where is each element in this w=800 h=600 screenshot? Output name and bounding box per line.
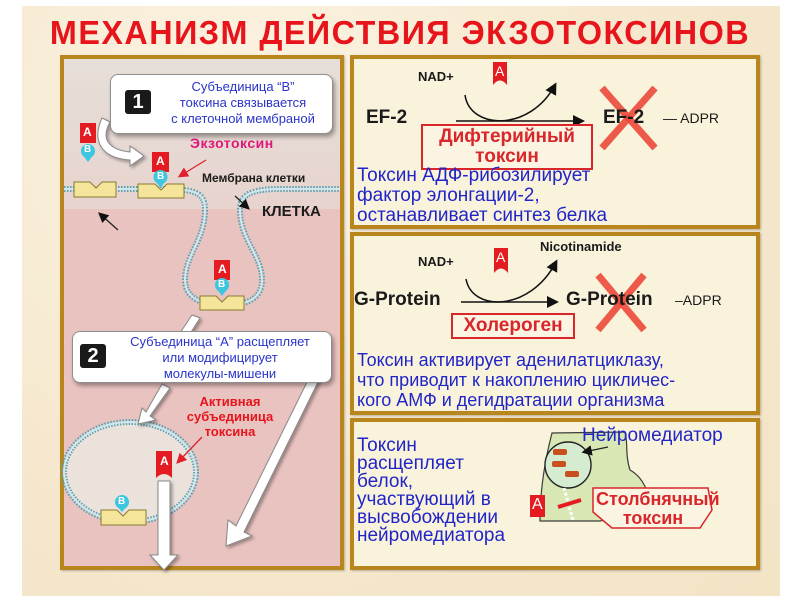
cholera-toxin-label: Холероген (451, 313, 575, 339)
description-line: Токсин (357, 435, 417, 456)
subunit-b-letter: B (118, 496, 126, 507)
step2-line: или модифицирует (162, 350, 278, 365)
description-line: расщепляет (357, 453, 464, 474)
product-ef2: EF-2 (603, 107, 645, 128)
subunit-b-letter: B (157, 171, 165, 182)
nad-label: NAD+ (418, 69, 454, 84)
step2-line: Субъединица “А” расщепляет (130, 334, 310, 349)
toxin-name-line: Дифтерийный (439, 126, 575, 147)
description-line: что приводит к накоплению цикличес- (357, 370, 676, 390)
substrate-ef2: EF-2 (366, 107, 408, 128)
subunit-b-letter: B (218, 279, 226, 290)
cholera-description: Токсин активирует аденилатциклазу, что п… (357, 350, 675, 410)
step-number-badge: 1 (125, 90, 151, 114)
subunit-a-letter: A (160, 454, 169, 468)
adpr-label: –ADPR (675, 292, 722, 308)
diphtheria-description: Токсин АДФ-рибозилирует фактор элонгации… (357, 166, 607, 226)
membrane-label: Мембрана клетки (202, 171, 306, 185)
page-title: МЕХАНИЗМ ДЕЙСТВИЯ ЭКЗОТОКСИНОВ (49, 14, 751, 51)
toxin-name-line: токсин (475, 146, 539, 167)
toxin-name-line: токсин (622, 508, 684, 528)
adpr-label: — ADPR (663, 110, 720, 126)
diphtheria-toxin-label: Дифтерийный токсин (421, 124, 593, 170)
step2-line: молекулы-мишени (163, 366, 277, 381)
tetanus-description: Токсин расщепляет белок, участвующий в в… (357, 435, 506, 546)
tetanus-toxin-name: Столбнячный токсин (596, 489, 720, 528)
neurotransmitter-label: Нейромедиатор (582, 425, 723, 446)
enzyme-a-letter: A (495, 63, 505, 79)
step-number-badge: 2 (80, 344, 106, 368)
description-line: Токсин АДФ-рибозилирует (357, 165, 591, 186)
enzyme-a-letter: A (496, 249, 506, 265)
description-line: Токсин активирует аденилатциклазу, (357, 350, 664, 370)
description-line: нейромедиатора (357, 525, 506, 546)
subunit-a-letter: A (218, 262, 227, 276)
subunit-b-letter: B (84, 144, 92, 155)
description-line: кого АМФ и дегидратации организма (357, 390, 665, 410)
description-line: высвобождении (357, 507, 499, 528)
step2-callout: 2 Субъединица “А” расщепляет или модифиц… (72, 331, 332, 383)
exotoxin-label: Экзотоксин (190, 135, 274, 151)
step1-line: с клеточной мембраной (171, 111, 315, 126)
enzyme-a-letter: A (532, 496, 543, 513)
active-subunit-label: Активная субъединица токсина (180, 394, 280, 439)
cell-label: КЛЕТКА (262, 203, 321, 220)
toxin-name-line: Столбнячный (596, 489, 720, 509)
step1-line: токсина связывается (179, 95, 307, 110)
description-line: фактор элонгации-2, (357, 185, 540, 206)
step1-callout: 1 Субъединица “В” токсина связывается с … (110, 74, 333, 134)
subunit-a-letter: A (83, 125, 92, 139)
description-line: останавливает синтез белка (357, 205, 608, 226)
nicotinamide-label: Nicotinamide (540, 239, 622, 254)
description-line: участвующий в (357, 489, 491, 510)
active-subunit-line: Активная (199, 394, 261, 409)
product-g-protein: G-Protein (566, 289, 653, 310)
subunit-a-letter: A (156, 154, 165, 168)
active-subunit-line: токсина (204, 424, 256, 439)
nad-label: NAD+ (418, 254, 454, 269)
description-line: белок, (357, 471, 414, 492)
active-subunit-line: субъединица (186, 409, 274, 424)
step1-line: Субъединица “В” (191, 79, 295, 94)
substrate-g-protein: G-Protein (354, 289, 441, 310)
